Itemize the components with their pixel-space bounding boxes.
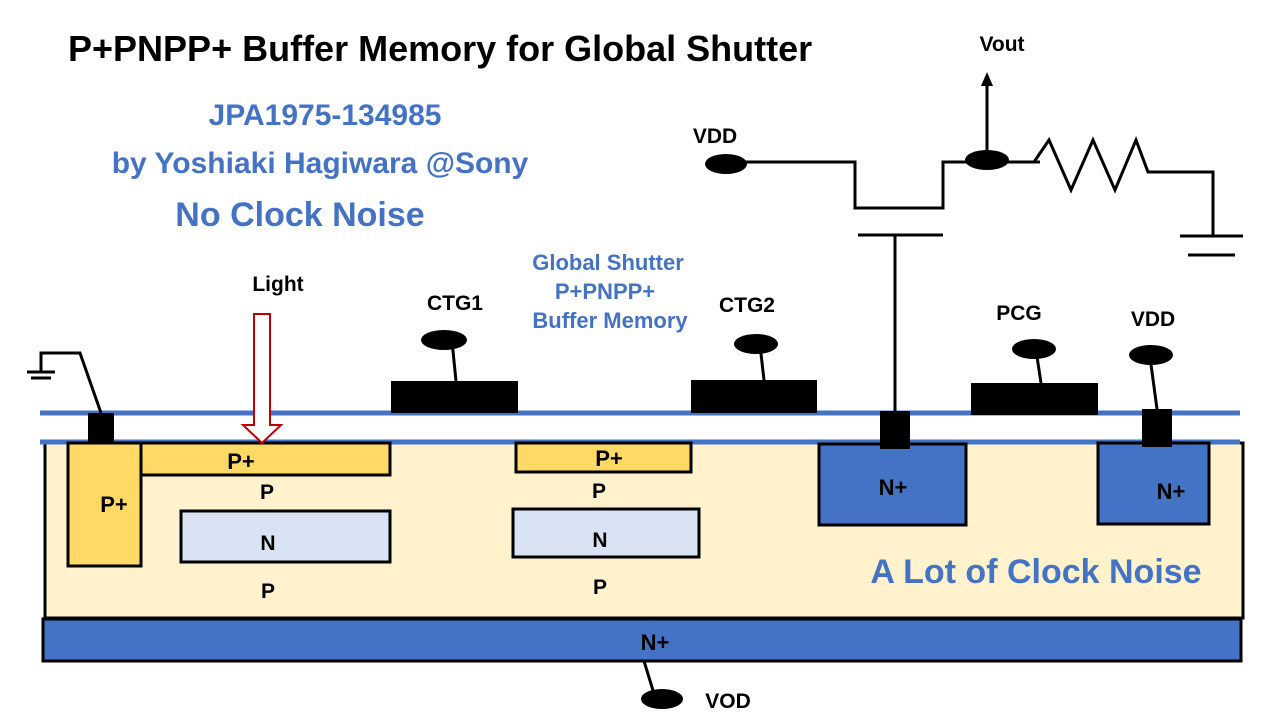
mem-p-plus-layer [514,441,693,474]
pd-n-label: N [260,532,275,555]
pcg-gate [971,383,1098,415]
vdd-right-lead [1148,356,1159,410]
vod-terminal [641,689,683,709]
n-plus-substrate [41,617,1243,663]
ground-wire-left [39,351,103,414]
drain-n-plus-region [1096,441,1211,526]
mem-p-plus-label: P+ [595,446,623,471]
pcg-terminal [1012,339,1056,359]
pd-p-plus-layer [139,441,392,477]
clock-noise-note: A Lot of Clock Noise [870,553,1201,591]
pd-n-region [179,509,392,564]
drain-n-plus-label: N+ [1157,479,1186,504]
sf-channel-wire [725,160,1040,210]
p-plus-contact-label: P+ [100,492,128,517]
drain-contact [1142,409,1172,447]
patent-author: by Yoshiaki Hagiwara @Sony [112,147,529,180]
no-clock-noise-note: No Clock Noise [175,196,424,234]
mem-p-upper-label: P [592,480,606,503]
light-label: Light [252,273,303,296]
vdd-right-terminal [1129,345,1173,365]
pd-p-lower-label: P [261,580,275,603]
fd-n-plus-label: N+ [879,475,908,500]
vdd-right-label: VDD [1131,308,1175,331]
ctg2-label: CTG2 [719,294,775,317]
pd-p-upper-label: P [260,481,274,504]
page-title: P+PNPP+ Buffer Memory for Global Shutter [68,28,812,69]
ctg1-gate [391,381,518,413]
light-arrow [240,313,284,445]
ctg2-terminal [734,334,778,354]
load-resistor [1032,135,1215,236]
vdd-top-label: VDD [693,125,737,148]
substrate-n-plus-label: N+ [641,630,670,655]
center-note-line1: Global Shutter [532,250,684,275]
mem-n-label: N [592,529,607,552]
pcg-label: PCG [996,302,1042,325]
fd-contact [880,411,910,449]
ctg1-terminal [421,330,467,350]
mem-n-region [511,507,701,559]
ctg1-label: CTG1 [427,292,483,315]
fd-n-plus-region [817,442,968,527]
pd-p-plus-label: P+ [227,449,255,474]
vdd-top-terminal [705,154,747,174]
patent-number: JPA1975-134985 [209,99,442,132]
mem-p-lower-label: P [593,576,607,599]
center-note-line3: Buffer Memory [532,308,688,333]
ctg2-gate [691,380,817,413]
vout-arrowhead [981,72,993,86]
p-plus-contact-region [66,441,143,568]
vout-label: Vout [979,33,1024,56]
center-note-line2: P+PNPP+ [555,279,655,304]
vod-label: VOD [705,690,751,713]
p-plus-contact [88,413,114,443]
